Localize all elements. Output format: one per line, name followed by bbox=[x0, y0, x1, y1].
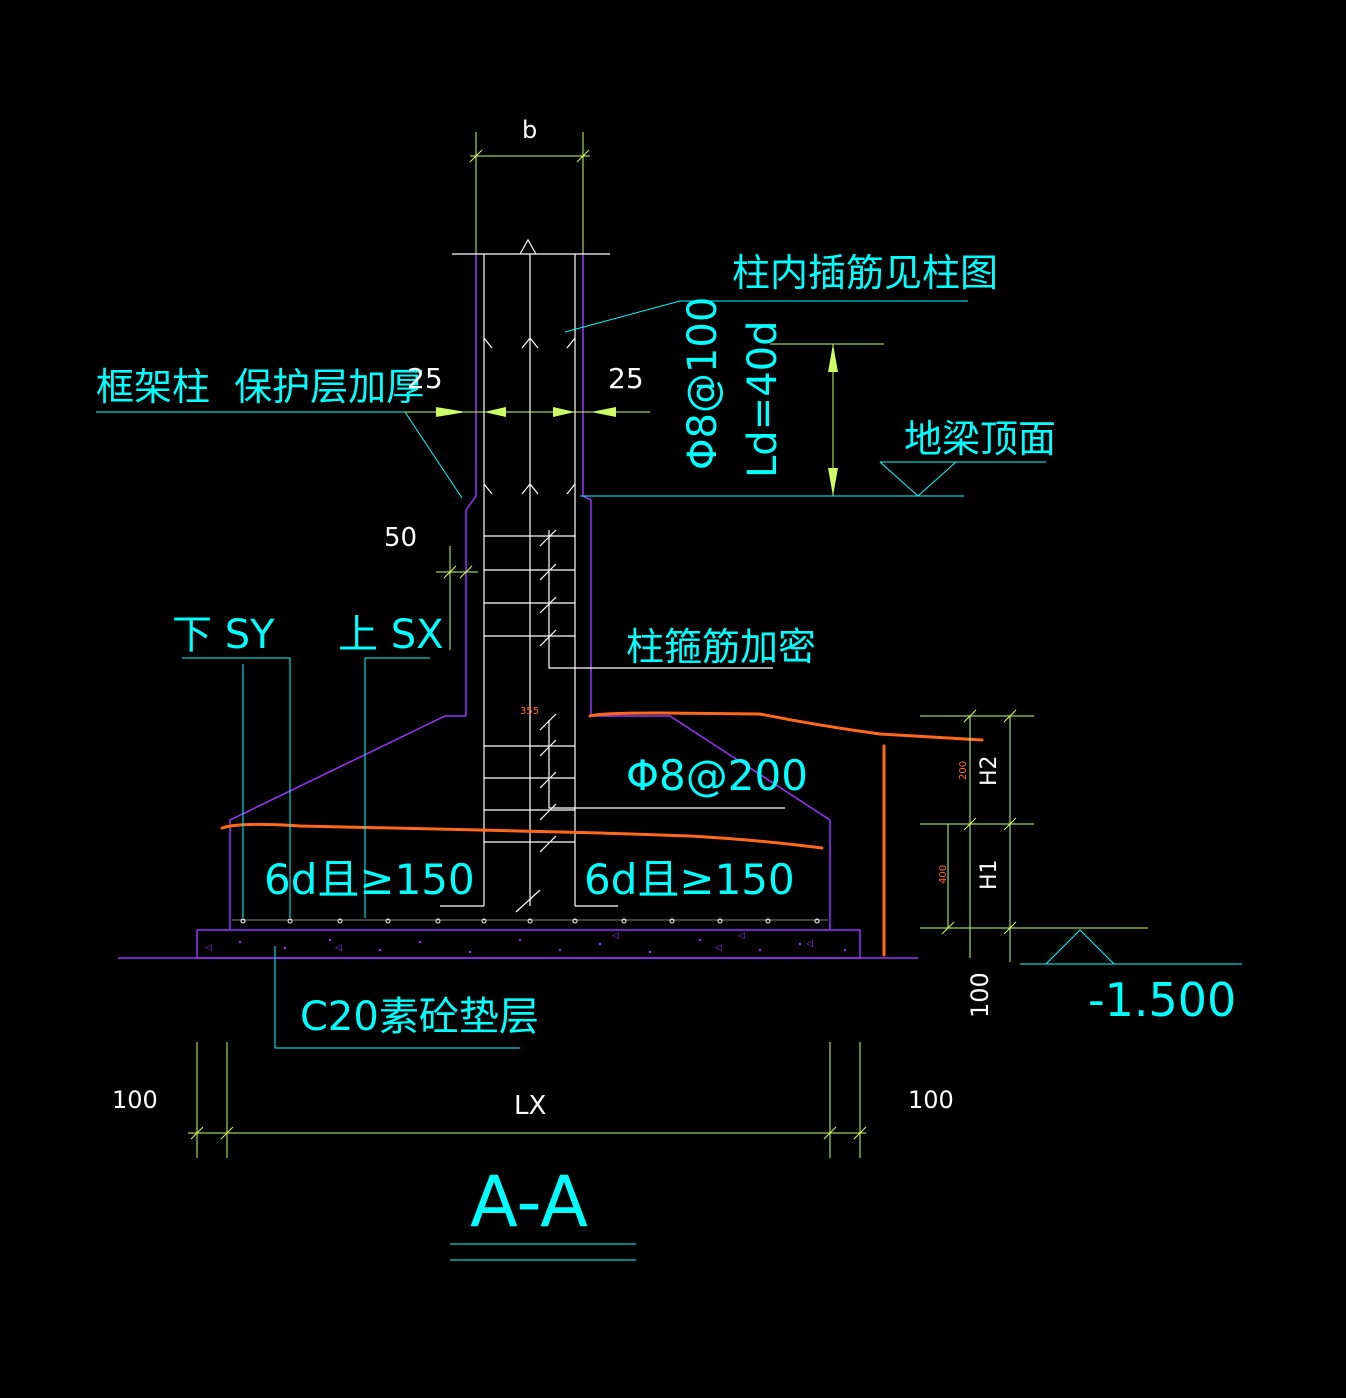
svg-text:◁: ◁ bbox=[612, 931, 619, 941]
cover-left-label: 25 bbox=[407, 362, 443, 395]
h2-label: H2 bbox=[977, 755, 1002, 786]
bottom-sy-label: 下 SY bbox=[172, 612, 275, 658]
svg-text:◁: ◁ bbox=[335, 943, 342, 953]
pad-thickness-label: 100 bbox=[966, 972, 994, 1018]
stirrup-base-label: Φ8@200 bbox=[626, 751, 808, 800]
concrete-outline bbox=[118, 254, 918, 959]
h1-label: H1 bbox=[977, 859, 1002, 890]
marked-rebar bbox=[220, 711, 984, 957]
svg-text:◁: ◁ bbox=[806, 939, 813, 949]
column-width-label: b bbox=[522, 116, 537, 144]
svg-text:◁: ◁ bbox=[205, 943, 212, 953]
section-title: A-A bbox=[470, 1161, 588, 1243]
pad-label: C20素砼垫层 bbox=[300, 994, 539, 1040]
elevation-label: -1.500 bbox=[1088, 973, 1236, 1027]
hook-left-label: 6d且≥150 bbox=[264, 855, 475, 904]
ground-beam-top-label: 地梁顶面 bbox=[904, 417, 1056, 461]
arrowheads bbox=[436, 344, 838, 496]
frame-column-label: 框架柱 保护层加厚 bbox=[96, 365, 424, 409]
dim-right-label: 100 bbox=[908, 1086, 954, 1114]
cover-right-label: 25 bbox=[608, 362, 644, 395]
offset-50-label: 50 bbox=[384, 523, 417, 553]
pad-hatch: ◁ ◁ ◁ ◁ ◁ ◁ bbox=[205, 931, 847, 954]
bottom-rebar-dots bbox=[240, 918, 820, 924]
column-rebar bbox=[232, 238, 828, 921]
stirrup-top-label: Φ8@100 bbox=[680, 297, 726, 470]
dim-left-label: 100 bbox=[112, 1086, 158, 1114]
svg-text:◁: ◁ bbox=[738, 931, 745, 941]
anchor-length-label: Ld=40d bbox=[740, 321, 786, 478]
h2-value-label: 200 bbox=[958, 761, 969, 780]
column-dowels-label: 柱内插筋见柱图 bbox=[732, 251, 998, 295]
stirrup-dense-label: 柱箍筋加密 bbox=[626, 625, 816, 669]
dim-lx-label: LX bbox=[514, 1091, 546, 1121]
dimension-lines bbox=[188, 132, 1148, 1158]
top-sx-label: 上 SX bbox=[338, 612, 444, 658]
small-355-label: 355 bbox=[520, 706, 539, 717]
h1-value-label: 400 bbox=[938, 865, 949, 884]
svg-text:◁: ◁ bbox=[715, 943, 722, 953]
hook-right-label: 6d且≥150 bbox=[584, 855, 795, 904]
label-leaders bbox=[96, 300, 1242, 1261]
